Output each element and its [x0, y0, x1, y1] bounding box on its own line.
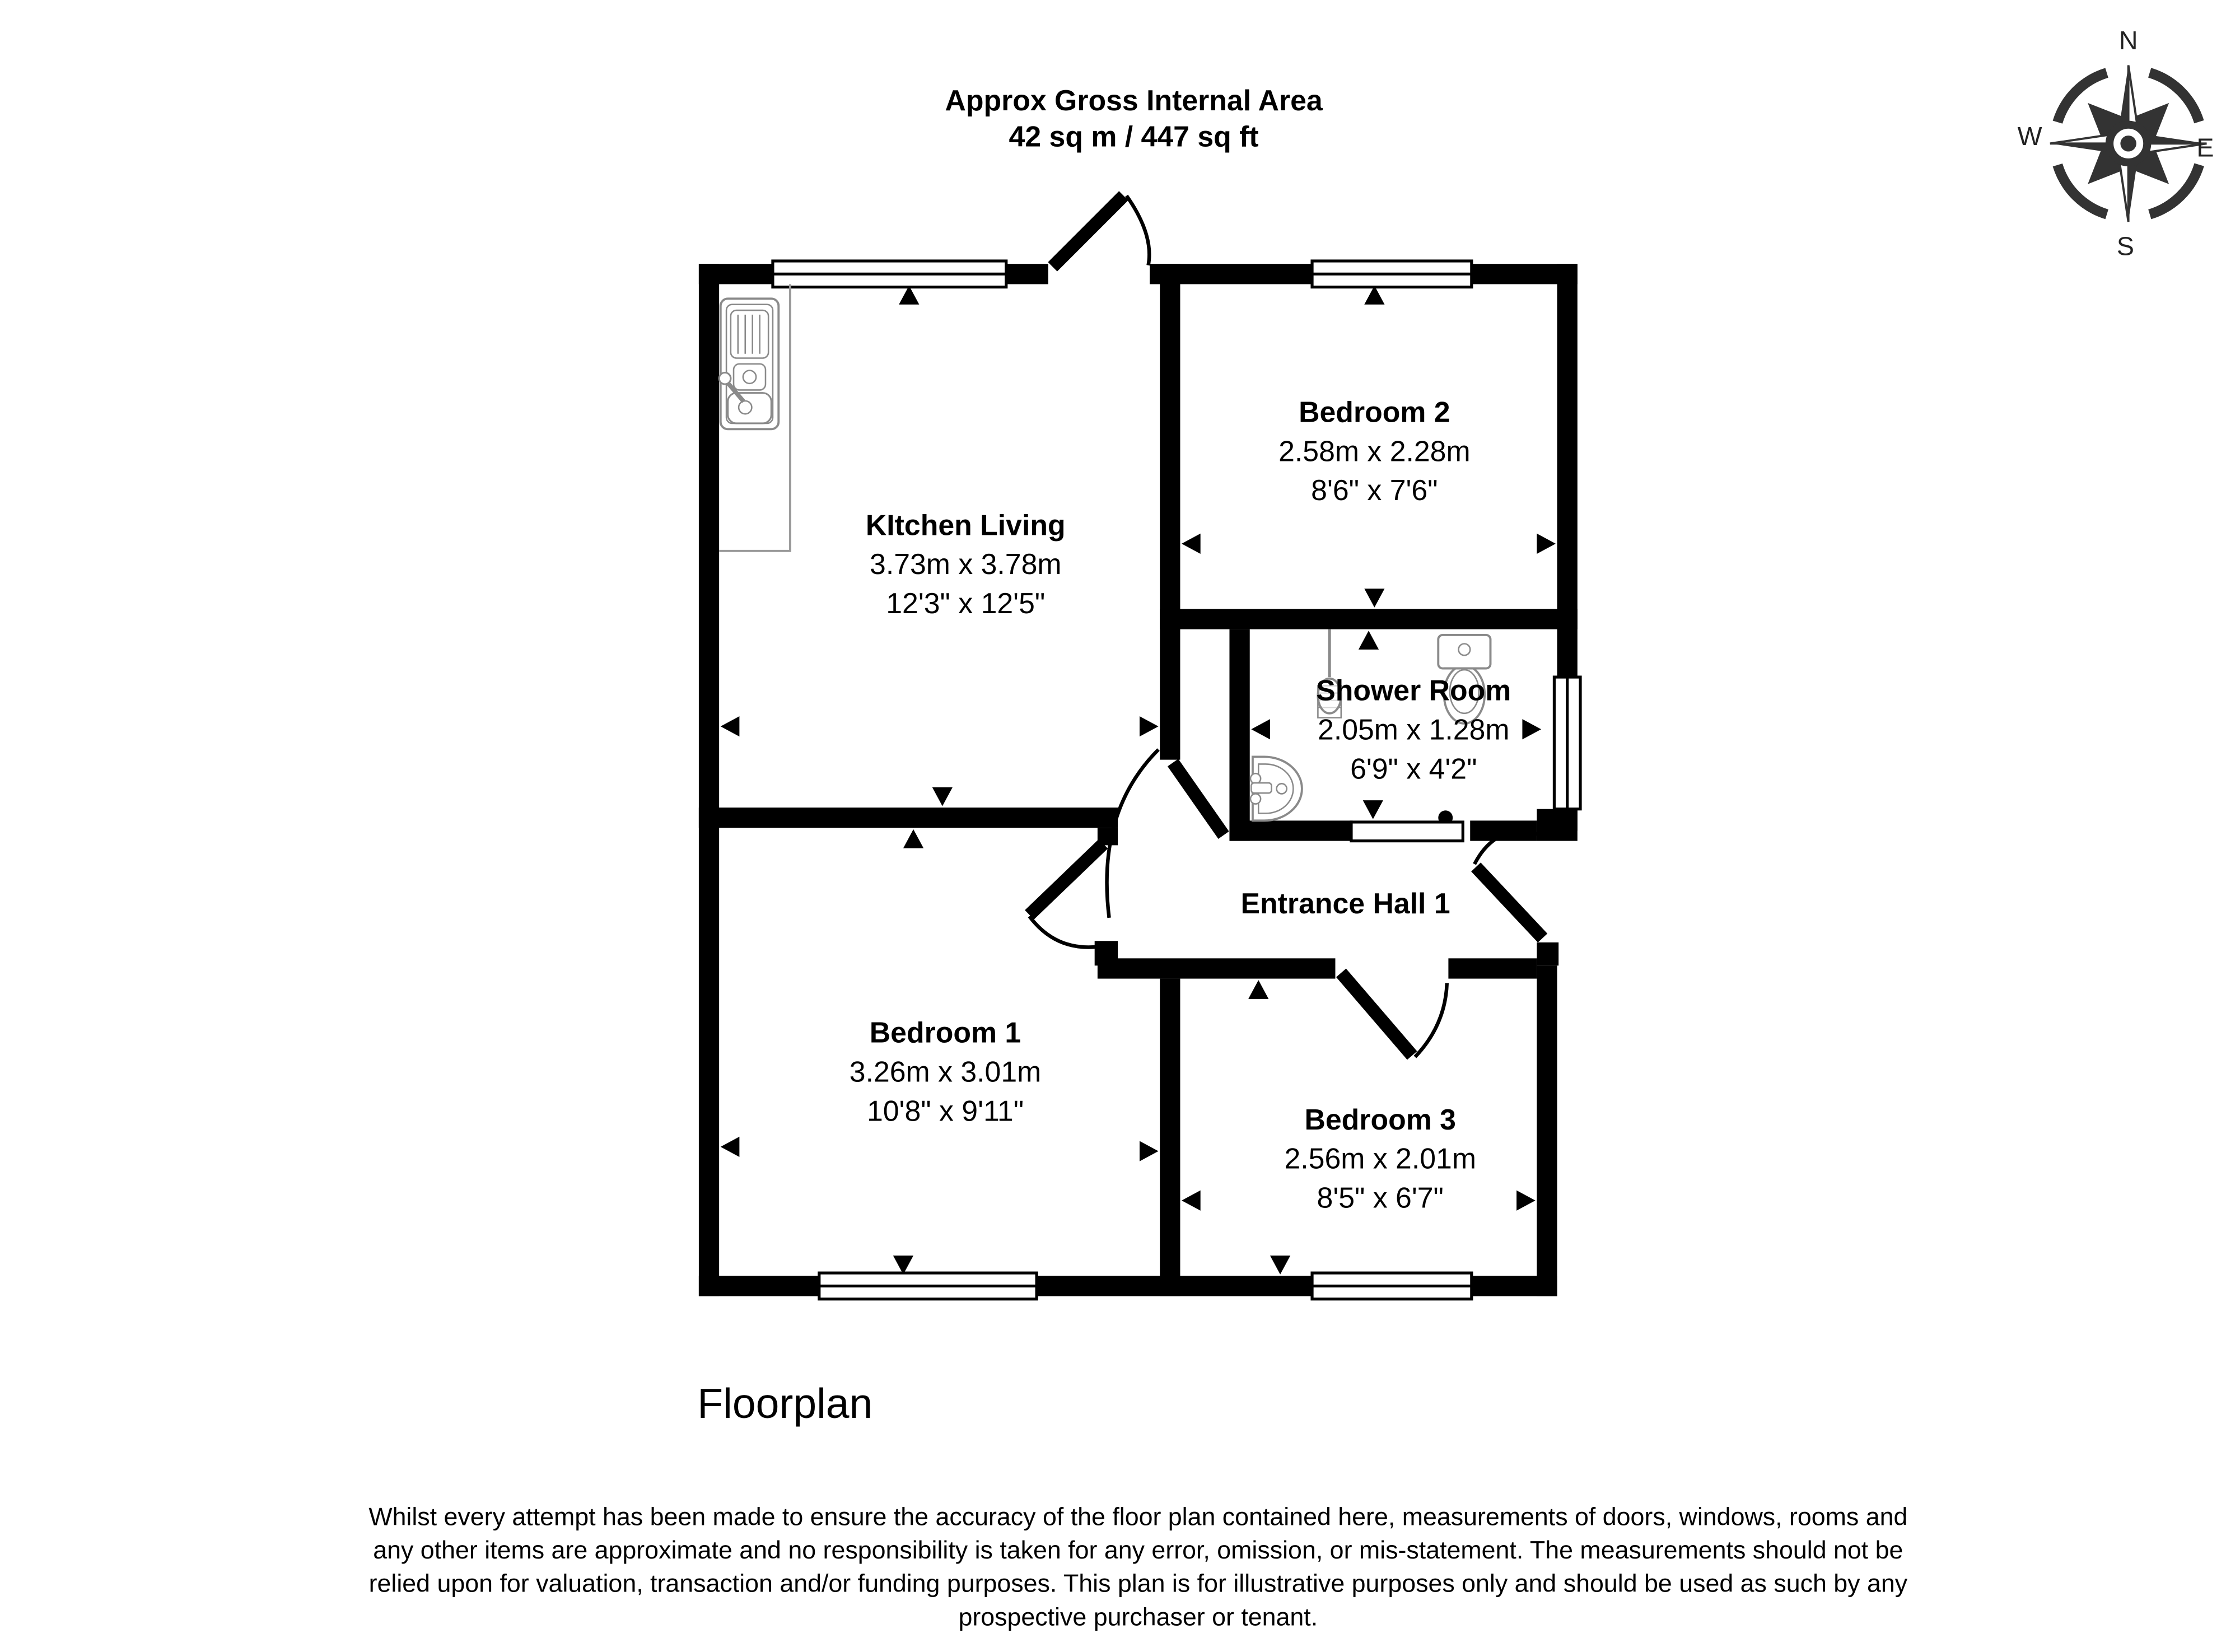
disclaimer-line: prospective purchaser or tenant. — [958, 1602, 1318, 1631]
room-label-bedroom-3: Bedroom 3 2.56m x 2.01m 8'5" x 6'7" — [1284, 1102, 1476, 1220]
shower-window — [1552, 675, 1582, 811]
floorplan-caption: Floorplan — [697, 1382, 873, 1429]
room-imperial: 8'5" x 6'7" — [1317, 1183, 1444, 1215]
doors — [1025, 191, 1548, 1060]
title-line1: Approx Gross Internal Area — [945, 85, 1323, 118]
room-name: Shower Room — [1316, 675, 1511, 708]
disclaimer-line: Whilst every attempt has been made to en… — [368, 1502, 1908, 1531]
room-imperial: 10'8" x 9'11" — [866, 1096, 1024, 1128]
shower-door — [1350, 810, 1464, 843]
disclaimer-line: any other items are approximate and no r… — [373, 1535, 1903, 1565]
disclaimer: Whilst every attempt has been made to en… — [368, 1501, 1907, 1634]
bedroom3-window — [1310, 1271, 1473, 1301]
kitchen-window — [771, 259, 1008, 289]
measure-arrows — [720, 286, 1556, 1275]
compass-rose — [2049, 64, 2208, 223]
windows — [771, 259, 1582, 1301]
room-metric: 2.56m x 2.01m — [1284, 1144, 1476, 1176]
shower-head — [1317, 629, 1342, 718]
bedroom1-arrows — [720, 829, 1159, 1275]
room-label-entrance-hall: Entrance Hall 1 — [1241, 886, 1450, 925]
room-metric: 2.05m x 1.28m — [1318, 715, 1510, 747]
room-metric: 3.26m x 3.01m — [849, 1057, 1042, 1089]
room-name: Entrance Hall 1 — [1240, 889, 1450, 921]
front-door — [1471, 830, 1548, 943]
bedroom3-door — [1336, 968, 1449, 1060]
room-name: Bedroom 2 — [1299, 397, 1450, 430]
garden-door — [1048, 191, 1151, 272]
room-name: Bedroom 1 — [869, 1018, 1021, 1050]
kitchen-sink-unit — [718, 297, 780, 431]
compass-label-west: W — [2017, 122, 2042, 151]
room-imperial: 12'3" x 12'5" — [886, 589, 1046, 621]
bedroom2-arrows — [1182, 286, 1556, 608]
room-label-bedroom-2: Bedroom 2 2.58m x 2.28m 8'6" x 7'6" — [1278, 394, 1471, 512]
room-metric: 2.58m x 2.28m — [1278, 436, 1471, 469]
room-name: Bedroom 3 — [1304, 1104, 1456, 1137]
disclaimer-line: relied upon for valuation, transaction a… — [368, 1569, 1908, 1598]
room-label-kitchen-living: KItchen Living 3.73m x 3.78m 12'3" x 12'… — [866, 507, 1066, 625]
toilet — [1437, 634, 1492, 725]
compass-label-north: N — [2118, 26, 2138, 55]
compass-diagonal-points — [2088, 102, 2169, 184]
basin — [1249, 755, 1303, 822]
room-metric: 3.73m x 3.78m — [870, 549, 1062, 582]
bedroom3-arrows — [1182, 980, 1536, 1275]
kitchen-counter — [719, 284, 791, 552]
kitchen-hall-door — [1105, 748, 1229, 918]
compass-label-south: S — [2116, 232, 2135, 262]
fixtures — [718, 284, 1492, 822]
room-label-bedroom-1: Bedroom 1 3.26m x 3.01m 10'8" x 9'11" — [850, 1015, 1042, 1132]
compass-label-east: E — [2196, 133, 2214, 162]
bedroom2-window — [1310, 259, 1473, 289]
bedroom1-door — [1025, 839, 1108, 949]
title-line2: 42 sq m / 447 sq ft — [1009, 122, 1259, 154]
shower-arrows — [1251, 631, 1542, 819]
room-label-shower-room: Shower Room 2.05m x 1.28m 6'9" x 4'2" — [1316, 673, 1511, 790]
room-imperial: 6'9" x 4'2" — [1350, 754, 1477, 786]
room-imperial: 8'6" x 7'6" — [1311, 475, 1438, 508]
bedroom1-window — [818, 1271, 1038, 1301]
kitchen-arrows — [720, 286, 1159, 806]
page-title: Approx Gross Internal Area 42 sq m / 447… — [945, 84, 1322, 156]
room-name: KItchen Living — [865, 510, 1066, 543]
